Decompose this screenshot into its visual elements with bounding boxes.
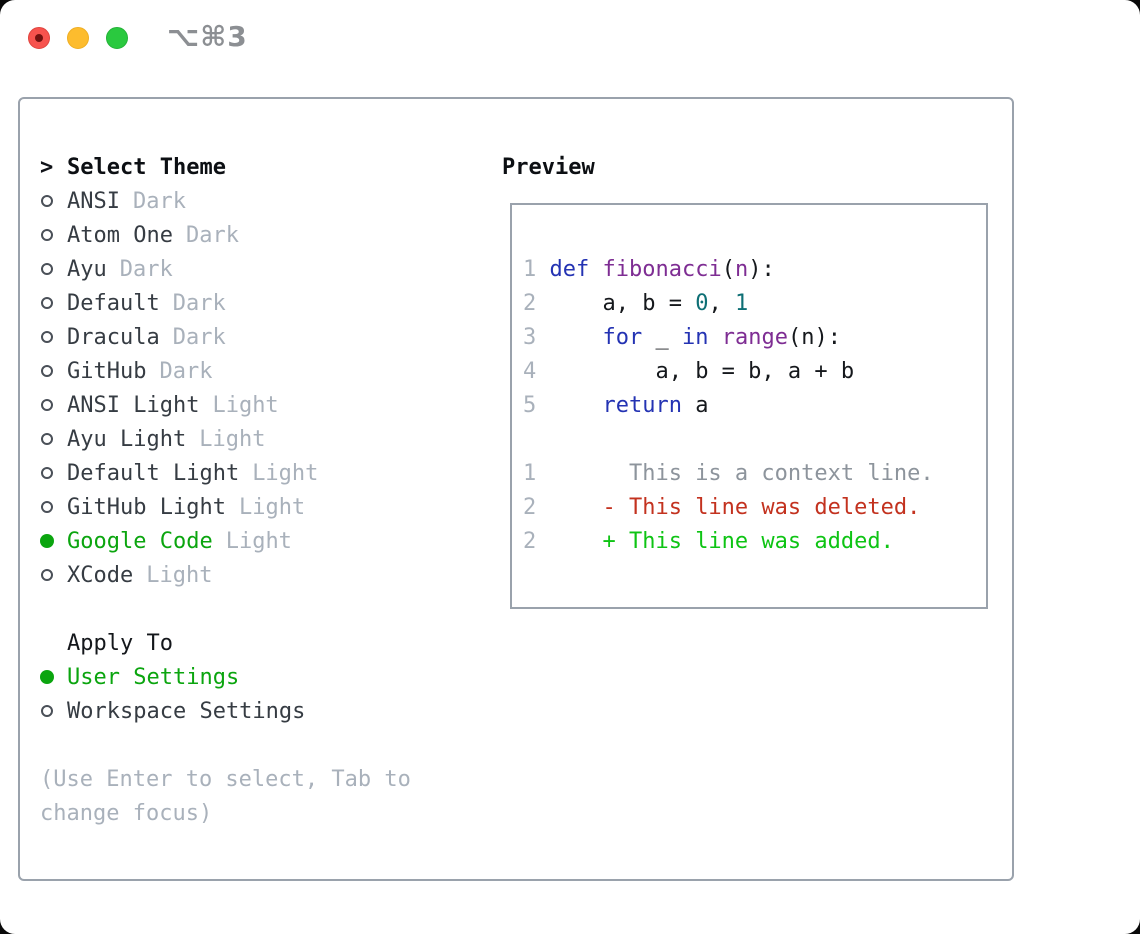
blank-line: [523, 423, 986, 457]
theme-list-header-row: > Select Theme: [40, 150, 480, 184]
apply-option-workspace-settings[interactable]: Workspace Settings: [40, 694, 480, 728]
zoom-button[interactable]: [106, 27, 128, 49]
selection-caret-icon: >: [40, 154, 54, 180]
radio-unselected-icon: [41, 433, 53, 445]
option-variant-label: Light: [238, 494, 306, 520]
radio-unselected-icon: [41, 195, 53, 207]
theme-option-default[interactable]: Default Dark: [40, 286, 480, 320]
option-label: User Settings: [67, 664, 240, 690]
code-line: 1 def fibonacci(n):: [523, 257, 775, 282]
line-number: 2: [523, 495, 537, 520]
option-variant-label: Light: [199, 426, 266, 452]
option-label: Atom One: [67, 222, 173, 248]
hint-line-2: change focus): [40, 800, 213, 826]
option-variant-label: Dark: [172, 324, 226, 350]
theme-option-default-light[interactable]: Default Light Light: [40, 456, 480, 490]
option-variant-label: Dark: [132, 188, 186, 214]
option-variant-label: Light: [146, 562, 213, 588]
spacer-row: [40, 728, 480, 762]
option-variant-label: Dark: [119, 256, 173, 282]
line-number: 4: [523, 359, 537, 384]
apply-to-header-row: Apply To: [40, 626, 480, 660]
radio-unselected-icon: [41, 569, 53, 581]
apply-option-user-settings[interactable]: User Settings: [40, 660, 480, 694]
diff-line-context: 1 This is a context line.: [523, 461, 934, 486]
radio-unselected-icon: [41, 263, 53, 275]
window-shortcut-label: ⌥⌘3: [167, 20, 248, 53]
option-variant-label: Light: [212, 392, 279, 418]
spacer-row: [40, 592, 480, 626]
option-label: Ayu Light: [67, 426, 187, 452]
option-variant-label: Light: [225, 528, 292, 554]
diff-line-added: 2 + This line was added.: [523, 529, 894, 554]
option-label: ANSI Light: [67, 392, 200, 418]
apply-to-heading: Apply To: [67, 630, 173, 656]
radio-unselected-icon: [41, 467, 53, 479]
line-number: 5: [523, 393, 537, 418]
radio-selected-icon: [40, 670, 54, 684]
code-line: 2 a, b = 0, 1: [523, 291, 749, 316]
option-label: Default Light: [67, 460, 240, 486]
diff-line-deleted: 2 - This line was deleted.: [523, 495, 921, 520]
option-variant-label: Light: [252, 460, 319, 486]
theme-option-ansi-light[interactable]: ANSI Light Light: [40, 388, 480, 422]
option-label: Workspace Settings: [67, 698, 306, 724]
theme-option-atom-one[interactable]: Atom One Dark: [40, 218, 480, 252]
radio-selected-icon: [40, 534, 54, 548]
line-number: 2: [523, 291, 537, 316]
option-label: GitHub: [67, 358, 147, 384]
select-theme-heading: Select Theme: [67, 154, 226, 180]
option-variant-label: Dark: [172, 290, 226, 316]
close-button[interactable]: [28, 27, 50, 49]
radio-unselected-icon: [41, 399, 53, 411]
radio-unselected-icon: [41, 297, 53, 309]
code-line: 5 return a: [523, 393, 709, 418]
code-line: 4 a, b = b, a + b: [523, 359, 855, 384]
theme-option-ayu[interactable]: Ayu Dark: [40, 252, 480, 286]
theme-option-google-code[interactable]: Google Code Light: [40, 524, 480, 558]
minimize-button[interactable]: [67, 27, 89, 49]
radio-unselected-icon: [41, 705, 53, 717]
option-label: Google Code: [67, 528, 213, 554]
theme-option-xcode[interactable]: XCode Light: [40, 558, 480, 592]
hint-line-1: (Use Enter to select, Tab to: [40, 766, 411, 792]
option-label: ANSI: [67, 188, 120, 214]
option-label: Ayu: [67, 256, 107, 282]
preview-heading: Preview: [502, 154, 595, 180]
radio-unselected-icon: [41, 365, 53, 377]
preview-box: 1 def fibonacci(n): 2 a, b = 0, 1 3 for _ …: [510, 203, 988, 609]
theme-option-github-light[interactable]: GitHub Light Light: [40, 490, 480, 524]
traffic-lights: [28, 27, 128, 49]
line-number: 1: [523, 461, 537, 486]
theme-option-ayu-light[interactable]: Ayu Light Light: [40, 422, 480, 456]
radio-unselected-icon: [41, 501, 53, 513]
radio-unselected-icon: [41, 229, 53, 241]
theme-option-dracula[interactable]: Dracula Dark: [40, 320, 480, 354]
code-line: 3 for _ in range(n):: [523, 325, 841, 350]
line-number: 1: [523, 257, 537, 282]
diff-preview: 1 This is a context line. 2 - This line w…: [523, 457, 986, 559]
option-variant-label: Dark: [185, 222, 239, 248]
code-preview: 1 def fibonacci(n): 2 a, b = 0, 1 3 for _ …: [523, 253, 986, 423]
line-number: 3: [523, 325, 537, 350]
theme-option-github[interactable]: GitHub Dark: [40, 354, 480, 388]
option-variant-label: Dark: [159, 358, 213, 384]
theme-option-ansi[interactable]: ANSI Dark: [40, 184, 480, 218]
option-label: GitHub Light: [67, 494, 226, 520]
option-label: Default: [67, 290, 160, 316]
radio-unselected-icon: [41, 331, 53, 343]
line-number: 2: [523, 529, 537, 554]
option-label: XCode: [67, 562, 134, 588]
option-label: Dracula: [67, 324, 160, 350]
